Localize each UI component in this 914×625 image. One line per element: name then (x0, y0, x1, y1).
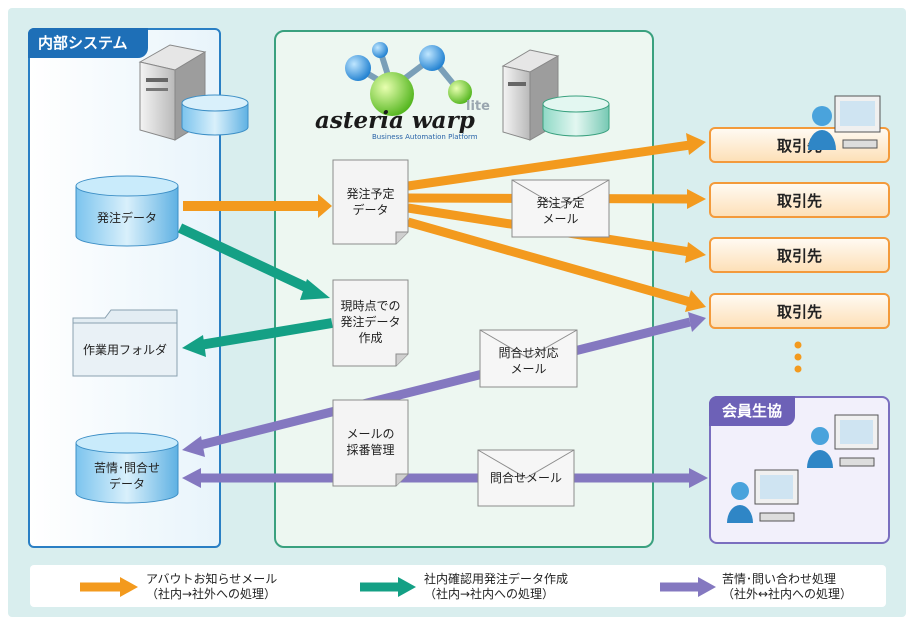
asteria-logo-tagline: Business Automation Platform (372, 133, 478, 141)
coop-user-computer-icon-1 (807, 414, 879, 468)
legend-orange-arrowhead (120, 577, 138, 597)
current-order-doc-label: 現時点での 発注データ 作成 (340, 299, 401, 345)
partner-label: 取引先 (776, 246, 822, 265)
inquiry-mail-label: 問合せメール (489, 471, 562, 485)
orange-arrowhead-1 (686, 133, 706, 155)
partner-user-computer-icon (808, 95, 881, 150)
molecule-logo-icon (345, 42, 472, 116)
complaints-data-label: 苦情･問合せ データ (93, 461, 160, 491)
orange-arrowhead-4 (685, 290, 706, 312)
green-arrows (177, 223, 333, 357)
legend-green-arrowhead (398, 577, 416, 597)
order-data-to-current-arrow (177, 223, 315, 295)
current-to-folder-arrow (199, 318, 333, 350)
legend-orange-label: アバウトお知らせメール （社内→社外への処理） (146, 572, 278, 601)
inquiry-reply-mail-icon (479, 329, 578, 388)
inquiry-mail-icon (477, 449, 575, 507)
member-coop-title: 会員生協 (709, 396, 795, 426)
partner-box-2: 取引先 (709, 182, 890, 218)
orange-arrows (183, 194, 332, 218)
more-partners-dots (794, 341, 802, 373)
inquiry-reply-mail-label: 問合せ対応 メール (498, 346, 559, 376)
green-arrowhead-1 (300, 279, 330, 300)
current-order-document-icon (332, 279, 409, 367)
order-data-cylinder-icon (75, 175, 179, 247)
partner-label: 取引先 (776, 191, 822, 210)
orange-arrowhead-2 (687, 189, 706, 209)
scheduled-order-mail-icon (511, 179, 610, 238)
partner-box-3: 取引先 (709, 237, 890, 273)
legend-purple-label: 苦情･問い合わせ処理 （社外↔社内への処理） (722, 572, 853, 601)
coop-user-computer-icon-2 (727, 469, 799, 523)
asteria-logo-text: asteria warp (315, 107, 475, 134)
purple-arrowhead-1 (688, 312, 706, 332)
platform-database-icon (542, 95, 610, 137)
scheduled-order-document-icon (332, 159, 409, 245)
purple-arrows (182, 312, 708, 488)
internal-system-title: 内部システム (28, 28, 148, 58)
purple-arrowhead-4 (689, 468, 708, 488)
partner-to-complaints-arrow (198, 317, 692, 450)
partner-box-4: 取引先 (709, 293, 890, 329)
legend-green-label: 社内確認用発注データ作成 （社内→社内への処理） (424, 572, 569, 601)
orange-arrowhead-3 (685, 242, 706, 263)
work-folder-label: 作業用フォルダ (82, 343, 167, 357)
orange-arrowheads (685, 133, 706, 312)
orange-arrow-partner-1 (407, 140, 691, 191)
orange-arrow-partner-4 (406, 217, 692, 307)
asteria-logo-suffix: lite (466, 99, 490, 114)
order-data-label: 発注データ (96, 211, 157, 225)
internal-database-icon (181, 94, 249, 136)
legend-bar (30, 565, 886, 607)
purple-arrowhead-3 (182, 468, 201, 488)
scheduled-order-doc-label: 発注予定 データ (346, 187, 395, 217)
partner-label: 取引先 (776, 302, 822, 321)
mail-numbering-doc-label: メールの 採番管理 (346, 427, 395, 457)
purple-arrowhead-2 (182, 436, 205, 457)
scheduled-order-mail-label: 発注予定 メール (536, 196, 585, 226)
legend-arrows (80, 577, 716, 597)
green-arrowhead-2 (182, 335, 206, 357)
order-data-to-scheduled-arrow (183, 194, 332, 218)
complaints-data-cylinder-icon (75, 432, 179, 504)
mail-numbering-document-icon (332, 399, 409, 487)
legend-purple-arrowhead (698, 577, 716, 597)
work-folder-icon (72, 309, 178, 377)
